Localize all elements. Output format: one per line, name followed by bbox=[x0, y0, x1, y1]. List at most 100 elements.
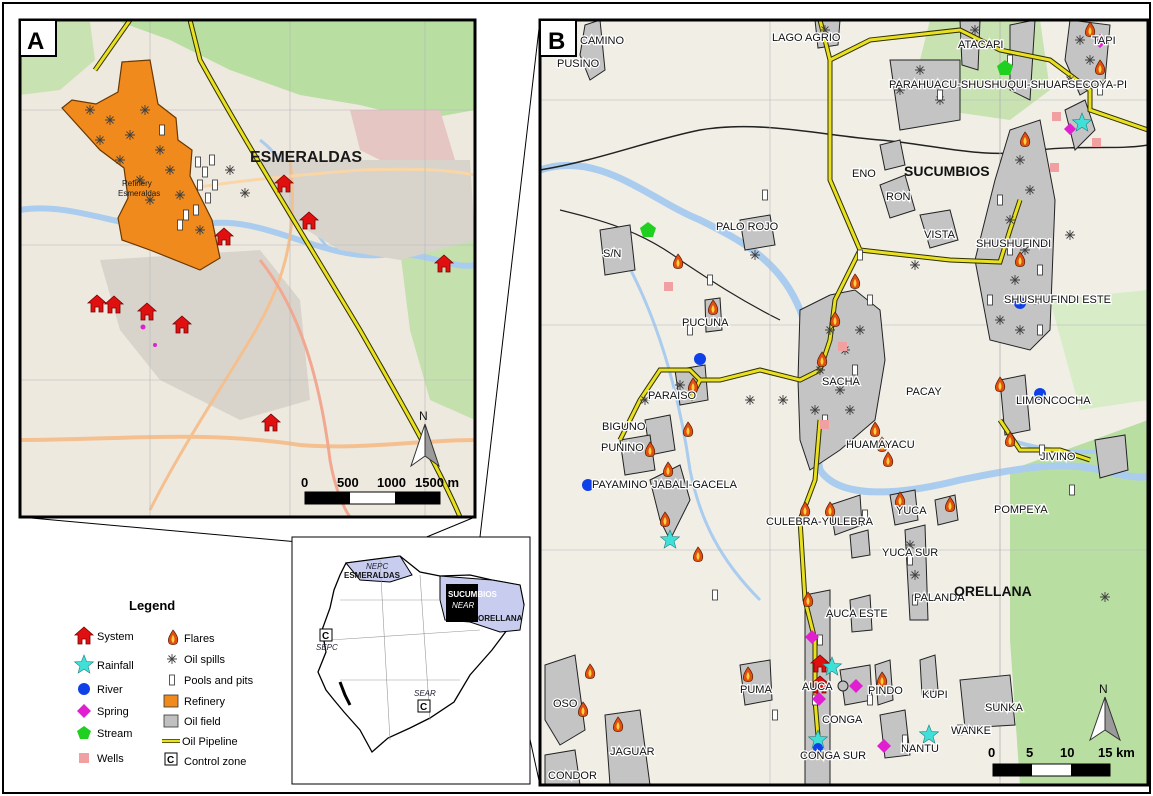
inset-label-nepc: NEPC bbox=[366, 562, 388, 571]
scale-tick-a-2: 1000 bbox=[377, 475, 406, 490]
legend-label-oil-pipeline: Oil Pipeline bbox=[182, 736, 238, 748]
north-label-b: N bbox=[1099, 682, 1108, 696]
inset-label-esmeraldas: ESMERALDAS bbox=[344, 571, 401, 580]
refinery-label-2: Esmeraldas bbox=[118, 189, 160, 198]
scale-tick-a-0: 0 bbox=[301, 475, 308, 490]
field-label: SHUSHUFINDI ESTE bbox=[1004, 294, 1111, 306]
field-label: ENO bbox=[852, 168, 876, 180]
field-label: YUCA SUR bbox=[882, 547, 938, 559]
inset-map: NEPC ESMERALDAS SUCUMBIOS NEAR ORELLANA … bbox=[291, 536, 531, 785]
field-label: HUAMAYACU bbox=[846, 439, 915, 451]
field-label: S/N bbox=[603, 248, 621, 260]
scale-tick-a-3: 1500 m bbox=[415, 475, 459, 490]
field-label: YUCA bbox=[896, 505, 927, 517]
wells-markers bbox=[664, 112, 1101, 429]
field-label: NANTU bbox=[901, 743, 939, 755]
field-label: KUPI bbox=[922, 689, 948, 701]
field-label: PACAY bbox=[906, 386, 942, 398]
field-label: PUMA bbox=[740, 684, 772, 696]
control-zone-icon: C bbox=[319, 628, 333, 642]
legend-label-stream: Stream bbox=[97, 728, 132, 740]
panel-b-map: CAMINO PUSINO LAGO AGRIO ATACAPI PARAHUACU-S… bbox=[538, 18, 1150, 787]
spring-markers bbox=[805, 34, 1107, 753]
field-label: PARAHUACU-SHUSHUQUI-SHUARA bbox=[889, 79, 1077, 91]
field-label: TAPI bbox=[1092, 35, 1116, 47]
oilfield-icon bbox=[163, 714, 179, 728]
pentagon-icon bbox=[77, 726, 91, 739]
field-label: PAYAMINO bbox=[592, 479, 648, 491]
field-label: CONGA SUR bbox=[800, 750, 866, 762]
field-label: AUCA ESTE bbox=[826, 608, 888, 620]
panel-a-letter: A bbox=[27, 28, 44, 55]
stream-markers bbox=[640, 60, 1013, 237]
legend-title: Legend bbox=[129, 598, 175, 613]
field-label: POMPEYA bbox=[994, 504, 1048, 516]
field-label: PUNINO bbox=[601, 442, 644, 454]
field-label: BIGUNO bbox=[602, 421, 646, 433]
field-label: SUNKA bbox=[985, 702, 1024, 714]
field-label: JABALI-GACELA bbox=[652, 479, 738, 491]
legend-label-control-zone: Control zone bbox=[184, 756, 246, 768]
legend-label-spring: Spring bbox=[97, 706, 129, 718]
legend-label-flares: Flares bbox=[184, 633, 215, 645]
scale-tick-b-3: 15 km bbox=[1098, 745, 1135, 760]
field-label: VISTA bbox=[924, 229, 956, 241]
circle-icon bbox=[78, 683, 90, 695]
field-label: OSO bbox=[553, 698, 578, 710]
control-marker-sear: C bbox=[420, 702, 427, 713]
legend-control-letter: C bbox=[167, 755, 174, 766]
scale-tick-b-2: 10 bbox=[1060, 745, 1074, 760]
control-marker-sepc: C bbox=[322, 631, 329, 642]
field-label: SACHA bbox=[822, 376, 861, 388]
scale-tick-a-1: 500 bbox=[337, 475, 359, 490]
control-zone-icon bbox=[164, 752, 178, 766]
inset-label-sear: SEAR bbox=[414, 689, 436, 698]
panel-b-letter: B bbox=[548, 28, 565, 55]
field-label: CULEBRA-YULEBRA bbox=[766, 516, 874, 528]
control-zone-icon: C bbox=[417, 699, 431, 713]
field-label: PALO ROJO bbox=[716, 221, 779, 233]
field-label: WANKE bbox=[951, 725, 991, 737]
field-label: PALANDA bbox=[914, 592, 965, 604]
scale-tick-b-1: 5 bbox=[1026, 745, 1033, 760]
panel-a-map: ESMERALDAS Refinery Esmeraldas N 0 500 1… bbox=[18, 18, 477, 519]
province-label-orellana: ORELLANA bbox=[954, 583, 1032, 599]
legend-label-oil-spills: Oil spills bbox=[184, 654, 225, 666]
legend-label-pools-and-pits: Pools and pits bbox=[184, 675, 254, 687]
field-label: PUSINO bbox=[557, 58, 600, 70]
field-label: ATACAPI bbox=[958, 39, 1003, 51]
north-label-a: N bbox=[419, 409, 428, 423]
square-icon bbox=[79, 753, 89, 763]
inset-label-orellana: ORELLANA bbox=[478, 614, 523, 623]
legend-label-oil-field: Oil field bbox=[184, 716, 221, 728]
field-label: JIVINO bbox=[1040, 451, 1076, 463]
river-markers bbox=[582, 297, 1046, 753]
field-label: AUCA bbox=[802, 681, 833, 693]
inset-label-sucumbios: SUCUMBIOS bbox=[448, 590, 498, 599]
legend-label-rainfall: Rainfall bbox=[97, 660, 134, 672]
legend-label-river: River bbox=[97, 684, 123, 696]
legend-label-wells: Wells bbox=[97, 753, 124, 765]
field-label: CAMINO bbox=[580, 35, 624, 47]
city-label: ESMERALDAS bbox=[250, 149, 362, 166]
refinery-label: Refinery bbox=[122, 179, 152, 188]
field-label: PUCUNA bbox=[682, 317, 729, 329]
field-label: CONGA bbox=[822, 714, 863, 726]
field-label: PARAISO bbox=[648, 390, 697, 402]
province-label-sucumbios: SUCUMBIOS bbox=[904, 163, 990, 179]
field-label: PINDO bbox=[868, 685, 903, 697]
field-label: RON bbox=[886, 191, 911, 203]
field-label: LAGO AGRIO bbox=[772, 32, 841, 44]
legend-label-system: System bbox=[97, 631, 134, 643]
legend-label-refinery: Refinery bbox=[184, 696, 225, 708]
refinery-polygon bbox=[61, 59, 221, 271]
diamond-icon bbox=[77, 704, 91, 718]
north-arrow-icon: N bbox=[1089, 682, 1121, 742]
field-label: SHUSHUFINDI bbox=[976, 238, 1051, 250]
field-label: LIMONCOCHA bbox=[1016, 395, 1091, 407]
scale-tick-b-0: 0 bbox=[988, 745, 995, 760]
scale-bar-b: 0 5 10 15 km bbox=[988, 745, 1135, 777]
field-label: SECOYA-PI bbox=[1068, 79, 1127, 91]
field-label: CONDOR bbox=[548, 770, 597, 782]
